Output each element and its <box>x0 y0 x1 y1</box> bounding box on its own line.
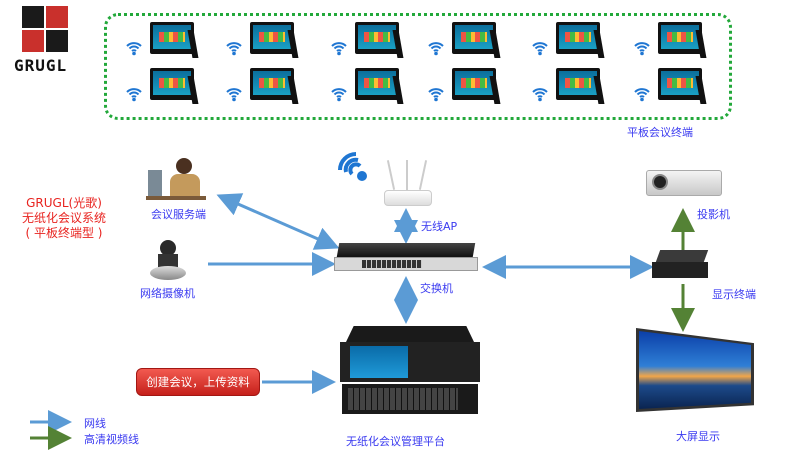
tablet-terminal-icon <box>658 68 707 104</box>
legend-video-label: 高清视频线 <box>84 433 139 446</box>
server-workstation-icon <box>146 156 210 204</box>
create-meeting-upload-button[interactable]: 创建会议，上传资料 <box>136 368 260 396</box>
tablet-zone-label: 平板会议终端 <box>627 126 693 139</box>
tablet-terminal-icon <box>150 68 199 104</box>
projector-icon <box>646 168 722 200</box>
wifi-icon <box>126 40 142 56</box>
tablet-terminal-icon <box>150 22 199 58</box>
logo-block-red <box>22 30 44 52</box>
wifi-icon <box>331 86 347 102</box>
logo-block-9 <box>46 30 68 52</box>
tablet-terminal-icon <box>452 22 501 58</box>
system-title-line: ( 平板终端型 ) <box>25 226 103 240</box>
display-terminal-box-icon <box>652 250 712 282</box>
tablet-terminal-icon <box>250 22 299 58</box>
tablet-terminal-icon <box>250 68 299 104</box>
wifi-icon <box>226 40 242 56</box>
link-server-switch <box>216 193 340 250</box>
wifi-icon <box>126 86 142 102</box>
wifi-icon <box>428 86 444 102</box>
network-switch-icon <box>334 243 478 277</box>
system-title: GRUGL(光歌) 无纸化会议系统 ( 平板终端型 ) <box>8 196 120 241</box>
camera-label: 网络摄像机 <box>140 287 195 300</box>
wifi-signal-icon <box>336 150 372 186</box>
grugl-logo: GRUGL <box>10 6 90 75</box>
ptz-camera-icon <box>150 240 186 282</box>
tablet-terminal-icon <box>556 22 605 58</box>
wifi-icon <box>634 40 650 56</box>
wifi-icon <box>226 86 242 102</box>
switch-label: 交换机 <box>420 282 453 295</box>
wireless-router-icon <box>382 160 432 206</box>
tablet-terminal-icon <box>452 68 501 104</box>
platform-label: 无纸化会议管理平台 <box>346 435 445 448</box>
legend-network-label: 网线 <box>84 417 106 430</box>
wifi-icon <box>331 40 347 56</box>
tablet-terminal-icon <box>556 68 605 104</box>
server-label: 会议服务端 <box>151 208 206 221</box>
tablet-terminal-icon <box>355 22 404 58</box>
logo-block-red <box>46 6 68 28</box>
tablet-terminal-icon <box>658 22 707 58</box>
system-title-line: 无纸化会议系统 <box>21 211 106 225</box>
tablet-terminal-zone <box>104 13 732 120</box>
system-title-line: GRUGL(光歌) <box>26 196 102 210</box>
logo-text: GRUGL <box>14 56 68 75</box>
wifi-icon <box>532 86 548 102</box>
logo-block-g <box>22 6 44 28</box>
wifi-icon <box>634 86 650 102</box>
wifi-icon <box>428 40 444 56</box>
ap-label: 无线AP <box>421 220 458 233</box>
management-platform-icon <box>340 326 480 424</box>
display-terminal-label: 显示终端 <box>712 288 756 301</box>
wifi-icon <box>532 40 548 56</box>
big-screen-label: 大屏显示 <box>676 430 720 443</box>
large-screen-tv-icon <box>636 328 754 416</box>
tablet-terminal-icon <box>355 68 404 104</box>
projector-label: 投影机 <box>697 208 730 221</box>
